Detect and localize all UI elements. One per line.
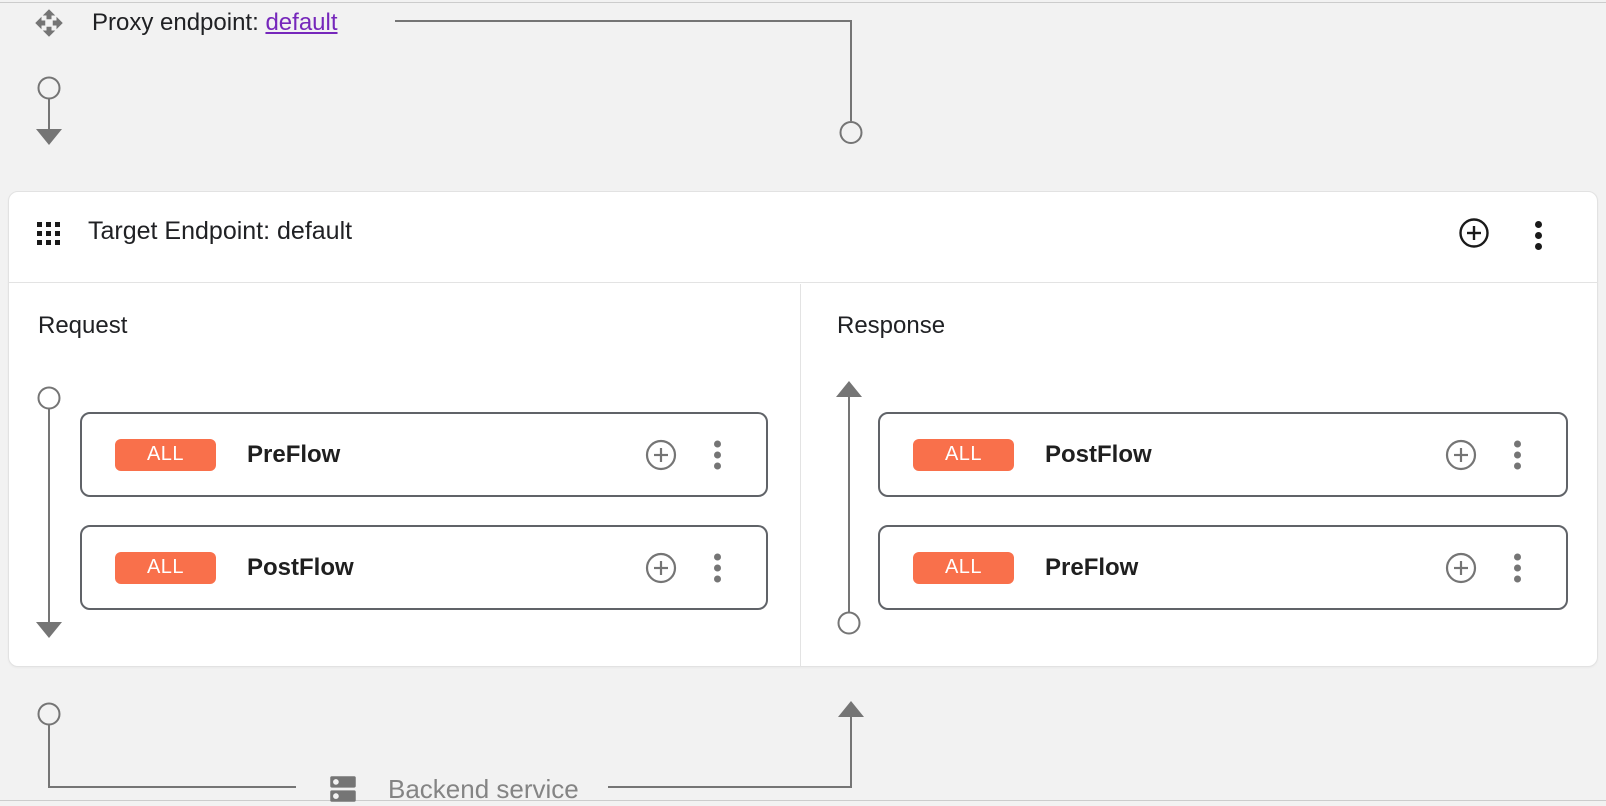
proxy-endpoint-icon [35, 9, 63, 37]
add-policy-button[interactable] [1444, 551, 1478, 585]
target-endpoint-header [8, 191, 1598, 283]
request-postflow-row[interactable]: ALL PostFlow [80, 525, 768, 610]
add-policy-button[interactable] [644, 438, 678, 472]
incoming-lane-marker [36, 76, 62, 145]
request-preflow-row[interactable]: ALL PreFlow [80, 412, 768, 497]
proxy-to-target-connector [395, 20, 863, 144]
add-policy-button[interactable] [1444, 438, 1478, 472]
proxy-endpoint-label-text: Proxy endpoint: [92, 9, 259, 36]
flow-name: PostFlow [247, 553, 354, 581]
response-panel-title: Response [837, 312, 946, 339]
kebab-icon [1511, 553, 1523, 582]
condition-badge: ALL [913, 438, 1014, 471]
flow-name: PreFlow [1045, 553, 1139, 581]
panel-divider [800, 284, 801, 667]
add-flow-button[interactable] [1457, 216, 1491, 250]
backend-service-label: Backend service [388, 774, 579, 804]
response-preflow-row[interactable]: ALL PreFlow [878, 525, 1568, 610]
condition-badge: ALL [115, 438, 216, 471]
flow-more-options-button[interactable] [711, 553, 723, 582]
endpoint-more-options-button[interactable] [1532, 221, 1544, 250]
flow-more-options-button[interactable] [1511, 553, 1523, 582]
condition-badge: ALL [115, 551, 216, 584]
proxy-endpoint-link[interactable]: default [265, 9, 338, 36]
flow-name: PreFlow [247, 440, 341, 468]
grid-apps-icon [37, 222, 60, 245]
target-to-backend-connector [37, 702, 296, 788]
kebab-icon [1511, 440, 1523, 469]
condition-badge: ALL [913, 551, 1014, 584]
top-border-line [0, 2, 1606, 3]
request-panel-title: Request [38, 312, 128, 339]
kebab-icon [711, 440, 723, 469]
kebab-icon [1532, 221, 1544, 250]
add-policy-button[interactable] [644, 551, 678, 585]
backend-service-icon [330, 776, 356, 802]
proxy-endpoint-label: Proxy endpoint: default [92, 9, 338, 37]
bottom-border-line [0, 800, 1606, 801]
backend-to-response-connector [608, 701, 864, 788]
response-postflow-row[interactable]: ALL PostFlow [878, 412, 1568, 497]
flow-name: PostFlow [1045, 440, 1152, 468]
flow-more-options-button[interactable] [1511, 440, 1523, 469]
kebab-icon [711, 553, 723, 582]
target-endpoint-title: Target Endpoint: default [88, 217, 353, 245]
proxy-endpoint-row: Proxy endpoint: default [34, 8, 338, 38]
flow-more-options-button[interactable] [711, 440, 723, 469]
